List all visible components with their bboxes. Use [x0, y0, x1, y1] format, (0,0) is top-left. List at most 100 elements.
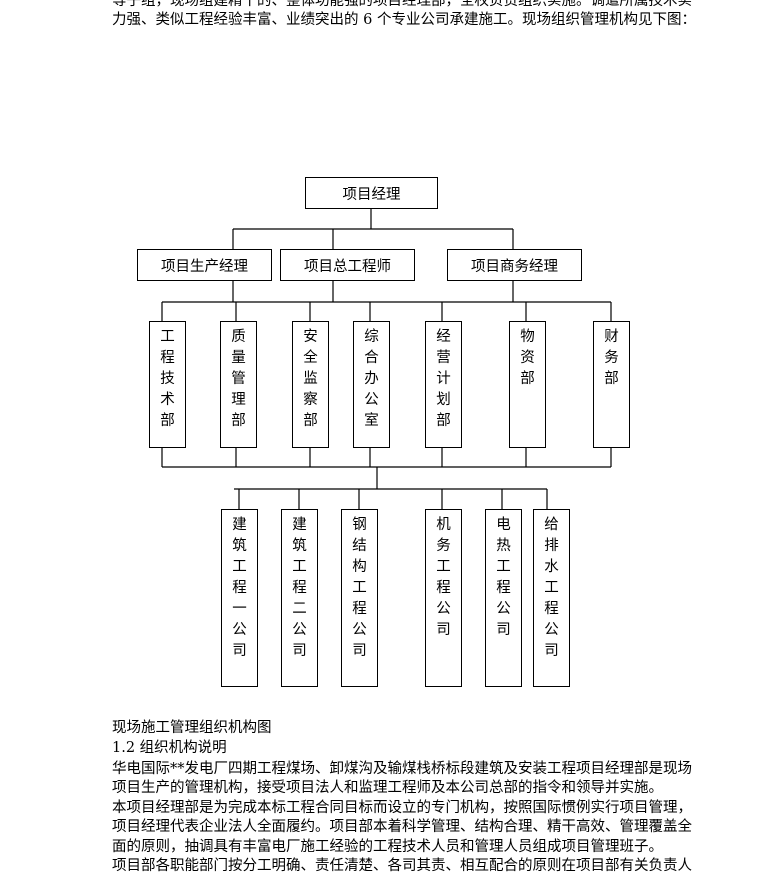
org-box-char: 一	[232, 601, 247, 617]
org-box-label: 项目总工程师	[304, 258, 391, 275]
org-box-char: 工	[232, 559, 247, 575]
org-box-char: 水	[544, 559, 559, 575]
org-box-char: 程	[544, 601, 559, 617]
org-box-char: 术	[160, 392, 175, 408]
org-box-char: 工	[352, 580, 367, 596]
org-box-char: 工	[160, 329, 175, 345]
org-box-char: 钢	[352, 517, 367, 533]
figure-caption: 现场施工管理组织机构图	[112, 720, 272, 736]
org-box-char: 建	[292, 517, 307, 533]
org-box-department: 工程技术部	[149, 321, 186, 448]
org-box-char: 司	[436, 622, 451, 638]
org-box-char: 财	[604, 329, 619, 345]
org-box-company: 电热工程公司	[485, 509, 522, 687]
org-box-char: 划	[436, 392, 451, 408]
org-box-char: 营	[436, 350, 451, 366]
body-paragraphs: 华电国际**发电厂四期工程煤场、卸煤沟及输煤栈桥标段建筑及安装工程项目经理部是现…	[112, 760, 692, 876]
org-box-char: 工	[292, 559, 307, 575]
org-box-label: 项目商务经理	[471, 258, 558, 275]
org-box-char: 工	[496, 559, 511, 575]
org-box-char: 公	[352, 622, 367, 638]
org-box-char: 务	[604, 350, 619, 366]
org-box-char: 程	[160, 350, 175, 366]
body-line: 华电国际**发电厂四期工程煤场、卸煤沟及输煤栈桥标段建筑及安装工程项目经理部是现…	[112, 761, 692, 777]
org-box-char: 物	[520, 329, 535, 345]
org-box-char: 司	[352, 643, 367, 659]
org-box-char: 司	[544, 643, 559, 659]
intro-line: 等子组，现场组建精干的、整体功能强的项目经理部，全权负责组织实施。调遣所属技术实	[112, 0, 692, 9]
body-line: 项目生产的管理机构，接受项目法人和监理工程师及本公司总部的指令和领导并实施。	[112, 780, 663, 797]
org-box-label: 项目经理	[342, 186, 401, 203]
org-box-char: 部	[303, 413, 318, 429]
org-box-char: 工	[544, 580, 559, 596]
org-box-production-manager: 项目生产经理	[137, 249, 272, 281]
org-box-char: 司	[232, 643, 247, 659]
org-box-char: 司	[496, 622, 511, 638]
org-box-char: 资	[520, 350, 535, 366]
body-line: 面的原则，抽调具有丰富电厂施工经验的工程技术人员和管理人员组成项目管理班子。	[112, 838, 663, 855]
org-box-char: 热	[496, 538, 511, 554]
org-box-char: 程	[436, 580, 451, 596]
org-box-company: 钢结构工程公司	[341, 509, 378, 687]
org-box-char: 合	[364, 350, 379, 366]
org-box-department: 物资部	[509, 321, 546, 448]
org-box-char: 技	[160, 371, 175, 387]
org-box-char: 筑	[292, 538, 307, 554]
org-box-char: 部	[160, 413, 175, 429]
org-box-char: 程	[496, 580, 511, 596]
org-box-company: 建筑工程一公司	[221, 509, 258, 687]
org-box-char: 办	[364, 371, 379, 387]
intro-line: 力强、类似工程经验丰富、业绩突出的 6 个专业公司承建施工。现场组织管理机构见下…	[112, 12, 696, 28]
org-box-company: 建筑工程二公司	[281, 509, 318, 687]
org-box-char: 质	[231, 329, 246, 345]
org-box-department: 经营计划部	[425, 321, 462, 448]
org-box-char: 部	[520, 371, 535, 387]
org-box-char: 综	[364, 329, 379, 345]
org-box-chief-engineer: 项目总工程师	[280, 249, 415, 281]
org-box-char: 全	[303, 350, 318, 366]
org-box-char: 公	[364, 392, 379, 408]
org-box-char: 结	[352, 538, 367, 554]
body-line: 项目经理代表企业法人全面履约。项目部本着科学管理、结构合理、精干高效、管理覆盖全	[112, 819, 692, 836]
org-box-project-manager: 项目经理	[305, 177, 438, 209]
org-box-char: 程	[352, 601, 367, 617]
body-line: 项目部各职能部门按分工明确、责任清楚、各司其责、相互配合的原则在项目部有关负责人	[112, 858, 692, 875]
org-box-char: 筑	[232, 538, 247, 554]
org-box-label: 项目生产经理	[161, 258, 248, 275]
org-box-char: 给	[544, 517, 559, 533]
org-box-char: 室	[364, 413, 379, 429]
org-box-char: 管	[231, 371, 246, 387]
org-box-char: 计	[436, 371, 451, 387]
org-box-department: 综合办公室	[353, 321, 390, 448]
org-box-char: 理	[231, 392, 246, 408]
org-box-char: 构	[352, 559, 367, 575]
org-box-char: 部	[436, 413, 451, 429]
org-box-char: 公	[232, 622, 247, 638]
org-box-company: 给排水工程公司	[533, 509, 570, 687]
org-box-char: 建	[232, 517, 247, 533]
org-box-char: 务	[436, 538, 451, 554]
org-box-company: 机务工程公司	[425, 509, 462, 687]
org-box-char: 察	[303, 392, 318, 408]
org-box-char: 部	[231, 413, 246, 429]
section-heading: 1.2 组织机构说明	[112, 740, 227, 756]
org-box-char: 公	[436, 601, 451, 617]
org-chart-connectors	[161, 208, 612, 509]
org-box-char: 电	[496, 517, 511, 533]
org-box-department: 质量管理部	[220, 321, 257, 448]
org-box-char: 程	[292, 580, 307, 596]
org-box-char: 量	[231, 350, 246, 366]
org-box-char: 部	[604, 371, 619, 387]
org-box-commercial-manager: 项目商务经理	[447, 249, 582, 281]
org-box-char: 安	[303, 329, 318, 345]
org-box-char: 工	[436, 559, 451, 575]
intro-paragraph: 等子组，现场组建精干的、整体功能强的项目经理部，全权负责组织实施。调遣所属技术实…	[112, 0, 696, 30]
org-box-char: 经	[436, 329, 451, 345]
org-box-char: 公	[544, 622, 559, 638]
org-box-char: 公	[292, 622, 307, 638]
org-box-char: 二	[292, 601, 307, 617]
org-box-char: 程	[232, 580, 247, 596]
org-box-char: 监	[303, 371, 318, 387]
org-box-department: 安全监察部	[292, 321, 329, 448]
org-box-department: 财务部	[593, 321, 630, 448]
